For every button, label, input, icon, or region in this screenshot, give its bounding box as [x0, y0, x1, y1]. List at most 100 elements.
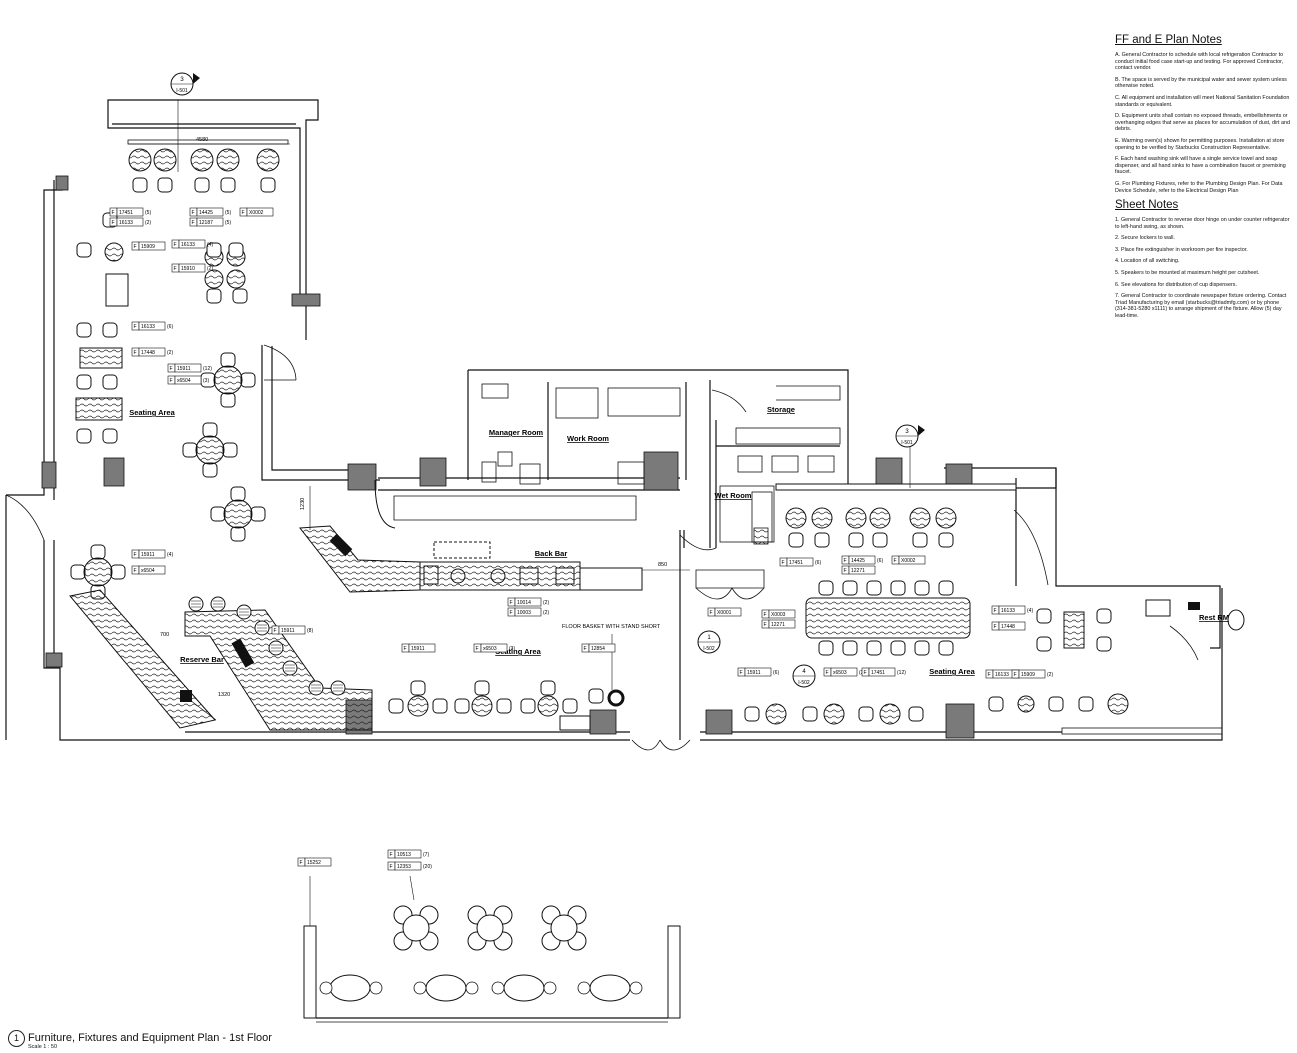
tag-qty: (2): [543, 600, 549, 606]
ffe-note: G. For Plumbing Fixtures, refer to the P…: [1115, 180, 1283, 194]
sheet-notes-title: Sheet Notes: [1115, 199, 1179, 212]
svg-text:F: F: [134, 552, 137, 558]
svg-text:F: F: [584, 646, 587, 652]
dimension-label: 1230: [300, 498, 306, 510]
room-label: Seating Area: [929, 667, 975, 676]
tag-code: 16133: [181, 242, 195, 248]
svg-text:F: F: [764, 612, 767, 618]
tag-code: 15911: [177, 366, 191, 372]
tag-code: x6504: [141, 568, 155, 574]
tag-qty: (20): [423, 864, 432, 870]
room-label: Work Room: [567, 434, 609, 443]
reserve-bar: [69, 589, 373, 731]
section-marker: 3 I-501: [895, 424, 925, 448]
svg-text:F: F: [988, 672, 991, 678]
tag-code: 12271: [771, 622, 785, 628]
tag-qty: (2): [207, 266, 213, 272]
tag-code: 12854: [591, 646, 605, 652]
svg-text:3: 3: [905, 429, 909, 435]
svg-text:I-501: I-501: [901, 440, 913, 446]
svg-text:F: F: [174, 242, 177, 248]
tag-code: x6503: [833, 670, 847, 676]
svg-text:I-502: I-502: [798, 680, 810, 686]
tag-code: 15910: [181, 266, 195, 272]
tag-code: 15911: [141, 552, 155, 558]
tag-code: 14425: [851, 558, 865, 564]
dimension-label: 700: [160, 632, 169, 638]
ffe-note: D. Equipment units shall contain no expo…: [1115, 113, 1291, 133]
equipment-tag: F 10014 (2): [507, 597, 549, 607]
tag-qty: (2): [543, 610, 549, 616]
tag-code: 17448: [1001, 624, 1015, 630]
svg-text:F: F: [782, 560, 785, 566]
room-label: Seating Area: [129, 408, 175, 417]
tag-qty: (3): [509, 646, 515, 652]
svg-text:F: F: [192, 220, 195, 226]
tag-code: x6503: [483, 646, 497, 652]
tag-code: 15252: [307, 860, 321, 866]
svg-text:F: F: [242, 210, 245, 216]
svg-text:F: F: [170, 378, 173, 384]
tag-code: 17451: [119, 210, 133, 216]
svg-text:F: F: [510, 600, 513, 606]
sheet-note: 1. General Contractor to reverse door hi…: [1115, 217, 1290, 230]
sheet-note: 3. Place fire extinguisher in workroom p…: [1115, 246, 1248, 253]
tag-code: 16133: [141, 324, 155, 330]
room-label: Manager Room: [489, 428, 544, 437]
svg-text:F: F: [112, 220, 115, 226]
tag-qty: (8): [307, 628, 313, 634]
svg-text:F: F: [274, 628, 277, 634]
tag-qty: (4): [167, 552, 173, 558]
tag-qty: (4): [1027, 608, 1033, 614]
svg-text:F: F: [826, 670, 829, 676]
svg-text:F: F: [134, 324, 137, 330]
tag-qty: (2): [167, 350, 173, 356]
terrace-detail: [303, 875, 681, 1023]
svg-text:F: F: [390, 852, 393, 858]
room-labels: Seating Area Manager Room Work Room Stor…: [129, 405, 1229, 676]
floor-basket-note: FLOOR BASKET WITH STAND SHORT: [562, 624, 661, 630]
svg-text:F: F: [844, 558, 847, 564]
tag-code: X0002: [249, 210, 264, 216]
room-label: Back Bar: [535, 549, 568, 558]
tag-code: 10014: [517, 600, 531, 606]
ffe-note: E. Warming oven(s) shown for permitting …: [1115, 137, 1285, 151]
sheet-note: 7. General Contractor to coordinate news…: [1115, 293, 1287, 320]
tag-code: 16133: [995, 672, 1009, 678]
svg-text:F: F: [134, 568, 137, 574]
svg-text:F: F: [404, 646, 407, 652]
svg-text:F: F: [170, 366, 173, 372]
notes-panel: FF and E Plan Notes A. General Contracto…: [1115, 34, 1293, 325]
svg-text:F: F: [710, 610, 713, 616]
tag-qty: (5): [225, 220, 231, 226]
equipment-tag: F 15911 (4): [131, 549, 173, 559]
dimension-label: 1320: [218, 692, 230, 698]
walls: [5, 99, 1223, 741]
tag-code: 14425: [199, 210, 213, 216]
svg-text:F: F: [994, 608, 997, 614]
tag-code: 12271: [851, 568, 865, 574]
equipment-tag: F X0002: [239, 207, 274, 217]
tag-code: 10003: [517, 610, 531, 616]
tag-qty: (6): [815, 560, 821, 566]
